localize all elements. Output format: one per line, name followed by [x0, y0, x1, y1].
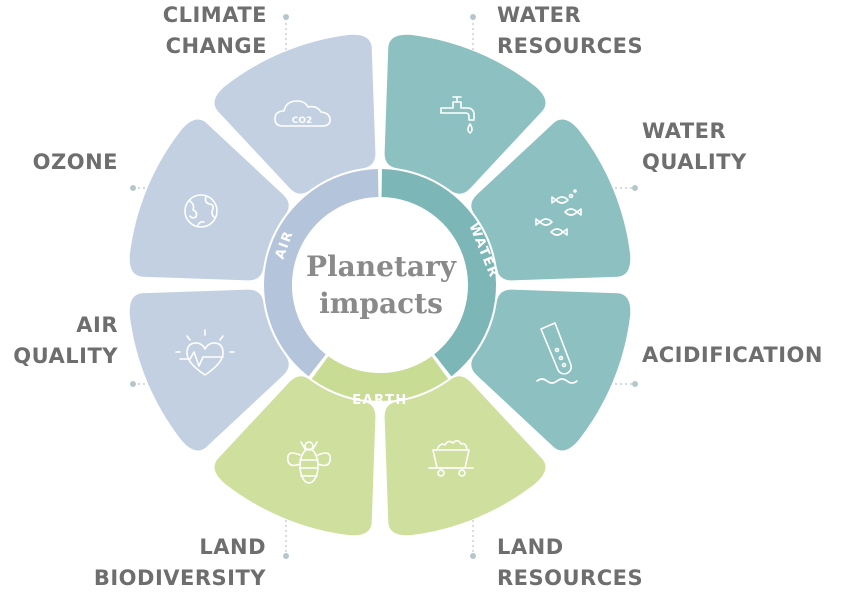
water-tap-icon	[440, 96, 475, 134]
heart-pulse-icon	[175, 329, 235, 376]
test-tube-icon	[536, 322, 578, 384]
segment-acidification	[471, 289, 631, 451]
center-title-line1: Planetary	[306, 250, 457, 283]
ring-band-water	[381, 169, 496, 377]
mine-cart-icon	[428, 439, 474, 477]
segment-air-quality	[129, 289, 289, 451]
ring-band-earth	[311, 356, 449, 401]
label-water-resources: WATER RESOURCES	[497, 3, 644, 58]
co2-cloud-icon: CO2	[274, 100, 331, 127]
segment-land-resources	[384, 376, 546, 536]
impact-segments	[129, 34, 631, 536]
segment-climate-change	[214, 34, 376, 194]
category-ring	[264, 169, 496, 401]
bee-icon	[286, 441, 332, 484]
fish-icon	[535, 189, 582, 236]
label-air-quality: AIR QUALITY	[13, 313, 118, 368]
leader-dots	[130, 14, 638, 559]
label-acidification: ACIDIFICATION	[642, 343, 823, 367]
segment-ozone	[129, 119, 289, 281]
globe-icon	[184, 194, 218, 228]
label-land-resources: LAND RESOURCES	[497, 535, 644, 590]
ring-label-earth: EARTH	[352, 393, 408, 408]
co2-text: CO2	[292, 116, 313, 126]
label-climate-change: CLIMATE CHANGE	[162, 3, 267, 58]
label-land-biodiversity: LAND BIODIVERSITY	[93, 535, 266, 590]
center-title-line2: impacts	[319, 287, 443, 320]
segment-water-resources	[384, 34, 546, 194]
label-water-quality: WATER QUALITY	[642, 119, 747, 174]
segment-land-biodiversity	[214, 376, 376, 536]
ring-band-air	[264, 169, 379, 377]
center-circle	[292, 199, 464, 371]
segment-water-quality	[471, 119, 631, 281]
label-ozone: OZONE	[32, 150, 118, 174]
